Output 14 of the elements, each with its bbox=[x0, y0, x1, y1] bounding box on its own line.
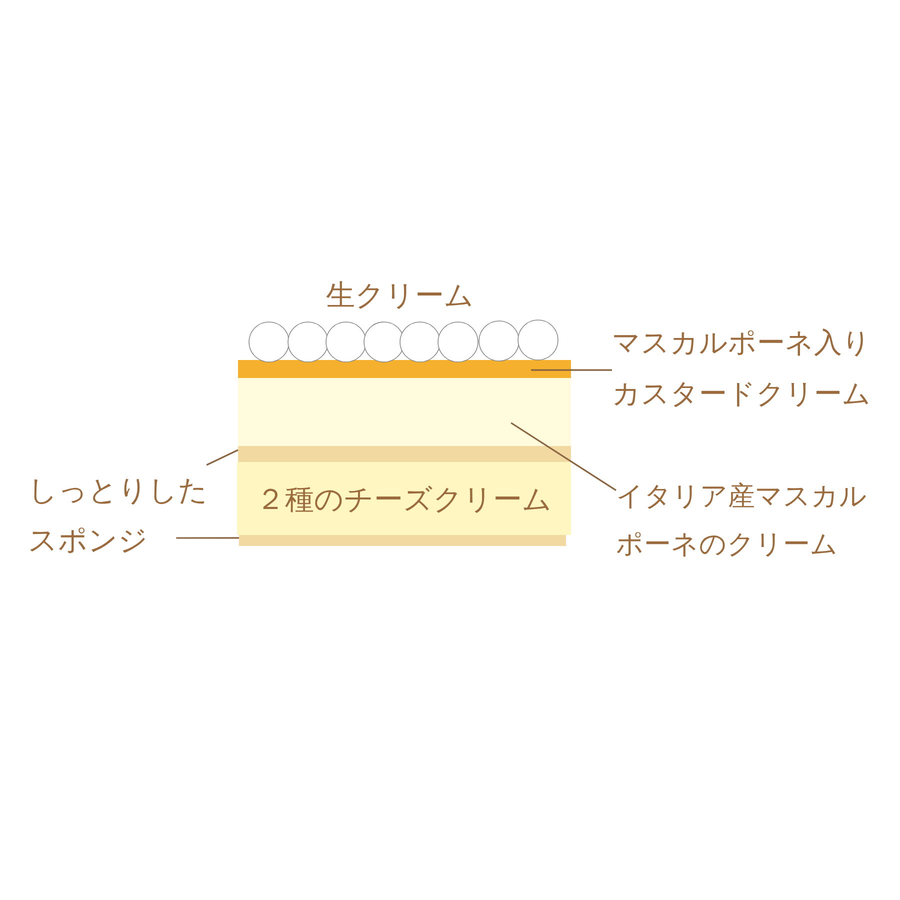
custard-layer bbox=[238, 360, 571, 378]
leader-line bbox=[510, 422, 616, 491]
sponge-layer bbox=[238, 446, 571, 462]
sponge-layer bbox=[239, 535, 566, 546]
cheese-cream-layer bbox=[237, 462, 571, 535]
callout-label: マスカルポーネ入りカスタードクリーム bbox=[612, 317, 880, 419]
callout-label: しっとりしたスポンジ bbox=[28, 465, 218, 565]
callout-label: イタリア産マスカルポーネのクリーム bbox=[616, 473, 872, 569]
leader-line bbox=[531, 369, 612, 371]
mascarpone-cream-layer bbox=[238, 378, 571, 446]
leader-line bbox=[176, 537, 239, 539]
leader-line bbox=[206, 449, 238, 466]
callout-label: 生クリーム bbox=[325, 277, 475, 314]
layer-label: ２種のチーズクリーム bbox=[256, 480, 552, 518]
